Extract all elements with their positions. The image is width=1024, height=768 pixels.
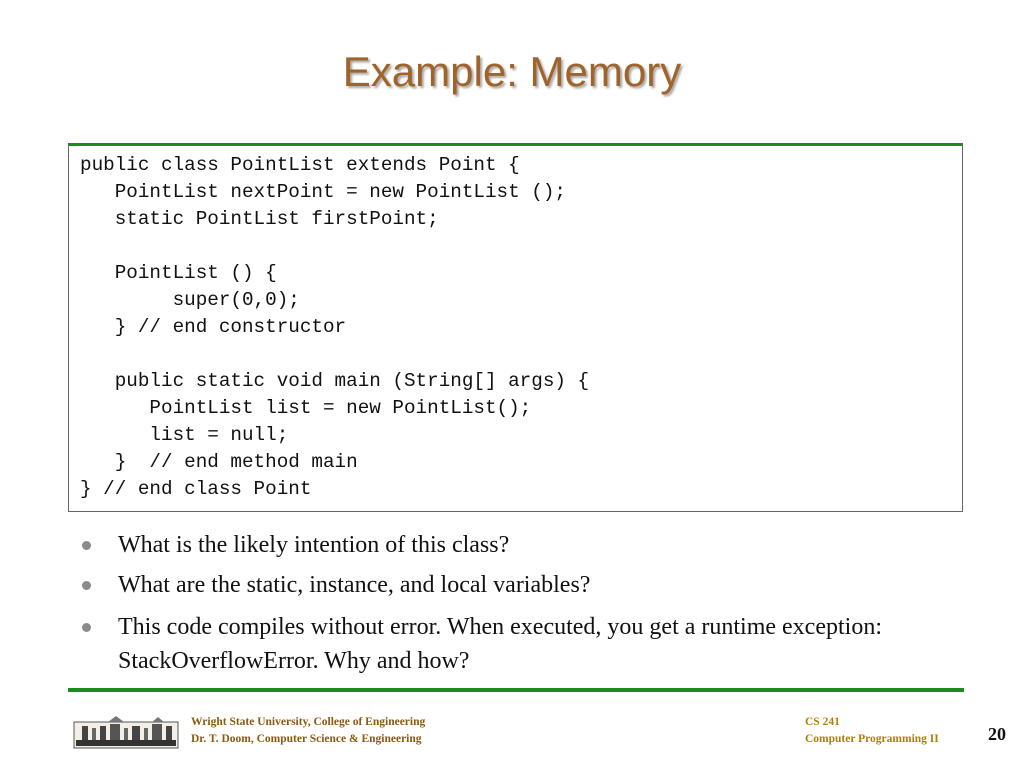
bullet-text: What are the static, instance, and local… bbox=[118, 572, 591, 598]
bullet-text: This code compiles without error. When e… bbox=[118, 614, 882, 674]
slide-title: Example: Memory bbox=[342, 48, 682, 95]
code-line: } // end constructor bbox=[80, 316, 347, 338]
footer-course-name: Computer Programming II bbox=[805, 733, 939, 745]
bullet-dot-icon bbox=[82, 541, 91, 550]
code-line: } // end class Point bbox=[80, 478, 312, 500]
code-line: PointList list = new PointList(); bbox=[80, 397, 532, 419]
university-building-logo-icon bbox=[73, 716, 179, 749]
code-line: } // end method main bbox=[80, 451, 358, 473]
code-line: list = null; bbox=[80, 424, 289, 446]
code-line: public static void main (String[] args) … bbox=[80, 370, 590, 392]
bullet-dot-icon bbox=[82, 623, 91, 632]
code-line: PointList nextPoint = new PointList (); bbox=[80, 181, 566, 203]
footer-department: Dr. T. Doom, Computer Science & Engineer… bbox=[191, 733, 422, 745]
bullet-text: What is the likely intention of this cla… bbox=[118, 532, 510, 558]
page-number: 20 bbox=[988, 724, 1006, 744]
code-line: PointList () { bbox=[80, 262, 277, 284]
footer-university: Wright State University, College of Engi… bbox=[191, 716, 426, 728]
code-line: super(0,0); bbox=[80, 289, 300, 311]
bullet-dot-icon bbox=[82, 581, 91, 590]
footer-rule bbox=[68, 688, 964, 692]
footer-course-code: CS 241 bbox=[805, 716, 840, 728]
code-box: public class PointList extends Point { P… bbox=[68, 143, 963, 512]
code-line: public class PointList extends Point { bbox=[80, 154, 520, 176]
code-line: static PointList firstPoint; bbox=[80, 208, 439, 230]
